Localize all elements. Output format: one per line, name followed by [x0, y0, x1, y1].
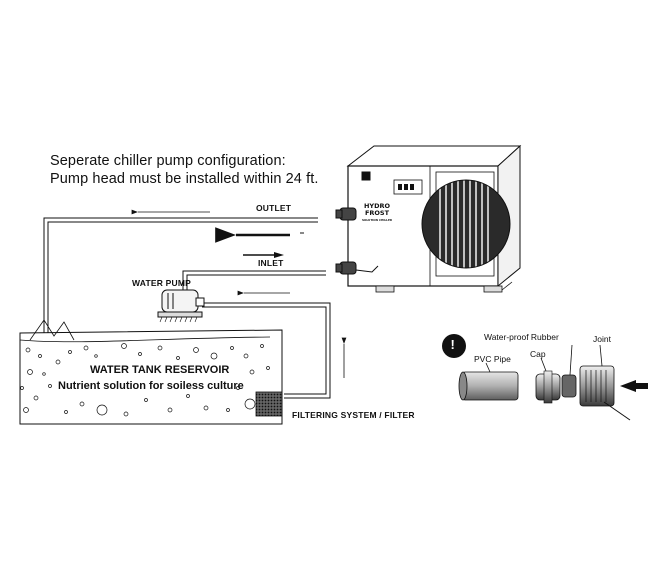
chiller-brand: HYDRO FROST SOLUTION CHILLER: [360, 203, 394, 224]
heading-line-1: Seperate chiller pump configuration:: [50, 153, 286, 169]
warning-symbol: !: [450, 337, 455, 352]
pump-pipe: [182, 270, 326, 290]
rubber-ring: [561, 374, 577, 398]
brand-line-2: FROST: [364, 209, 390, 217]
waterproof-rubber-label: Water-proof Rubber: [484, 332, 559, 342]
water-pump: [157, 289, 205, 323]
brand-tagline: SOLUTION CHILLER: [361, 218, 393, 222]
tank-subtitle: Nutrient solution for soiless culture: [58, 380, 244, 392]
water-pump-label: WATER PUMP: [132, 278, 191, 288]
fitting-leader-lines: [485, 344, 603, 376]
tank-title: WATER TANK RESERVOIR: [90, 364, 230, 376]
brand-line-1: HYDRO: [363, 202, 391, 210]
chiller-unit: [335, 144, 522, 293]
tank-bubbles: [20, 343, 270, 417]
fitting-detail: [442, 334, 648, 421]
outlet-pipe: [43, 217, 318, 334]
inlet-label: INLET: [258, 258, 284, 268]
insert-arrow: [620, 380, 648, 392]
water-tank: [19, 319, 283, 425]
pvc-pipe-label: PVC Pipe: [474, 354, 511, 364]
return-pipe: [202, 302, 331, 399]
filter-label: FILTERING SYSTEM / FILTER: [292, 410, 415, 420]
cap-label: Cap: [530, 349, 546, 359]
filter-block: [255, 391, 283, 417]
joint: [579, 365, 615, 407]
chiller-badge: [361, 171, 371, 181]
warning-icon: [442, 334, 466, 358]
pvc-pipe: [461, 371, 519, 401]
joint-label: Joint: [593, 334, 611, 344]
flow-arrows: [131, 209, 347, 378]
heading-line-2: Pump head must be installed within 24 ft…: [50, 171, 319, 187]
outlet-label: OUTLET: [256, 203, 292, 213]
water-splash: [29, 319, 75, 341]
chiller-ports: [335, 207, 379, 275]
